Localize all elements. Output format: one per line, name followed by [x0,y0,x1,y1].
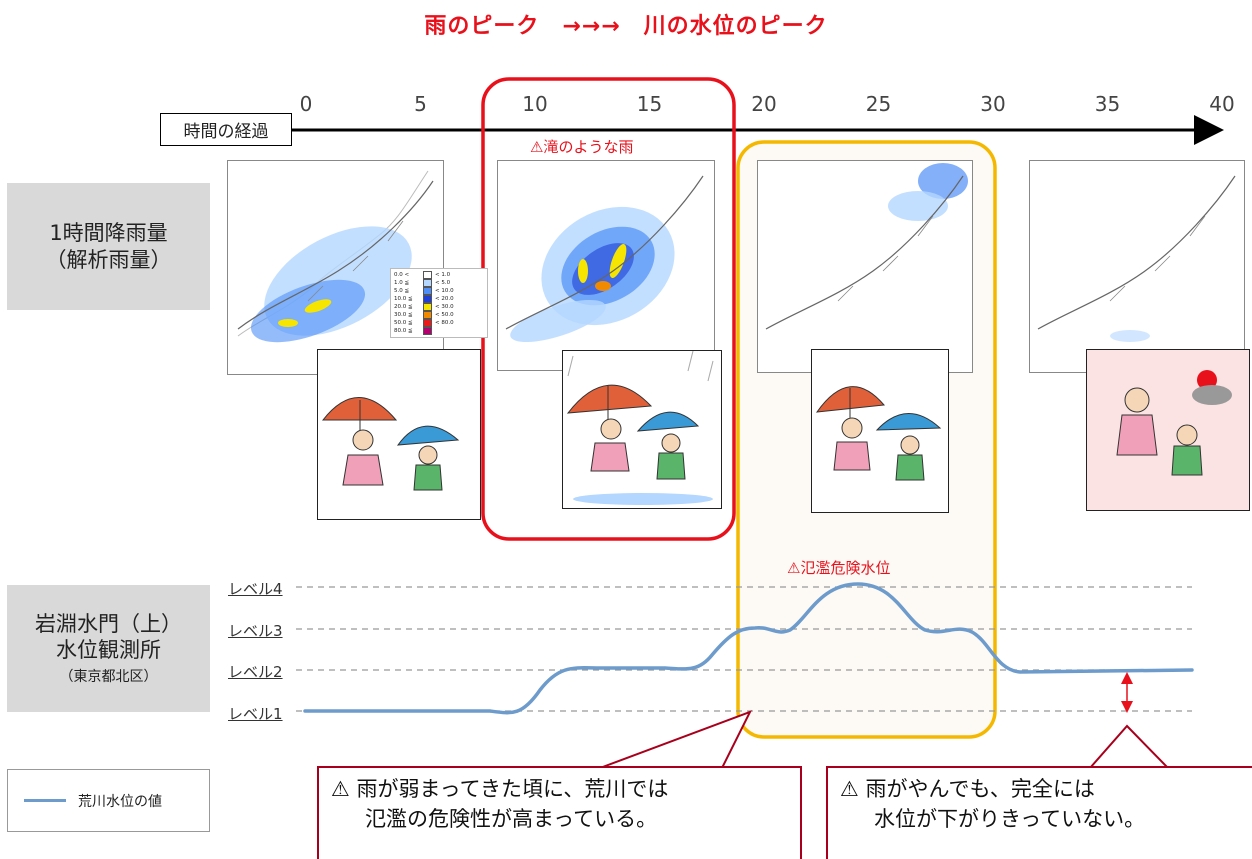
rainfall-scale-high: < 80.0 [435,320,454,326]
rainfall-scale-high: < 50.0 [435,312,454,318]
rainfall-scale-high: < 20.0 [435,296,454,302]
rainfall-scale-low: 20.0 ≦ [394,304,413,310]
rainfall-scale-low: 0.0 < [394,272,410,278]
rain-row-label: 1時間降雨量 （解析雨量） [7,183,210,310]
rain-map-t20 [757,160,973,373]
rainfall-scale-swatch [423,327,432,335]
headline: 雨のピーク →→→ 川の水位のピーク [424,14,828,39]
right-callout-line2: 水位が下がりきっていない。 [874,807,1146,832]
rainfall-scale-swatch [423,319,432,327]
timeline-tick: 10 [522,92,548,116]
rainfall-scale-low: 50.0 ≦ [394,320,413,326]
level2-label: レベル2 [228,663,283,681]
rainfall-scale-row: 1.0 ≦ < 5.0 [394,279,484,287]
rainfall-scale-high: < 10.0 [435,288,454,294]
rainfall-scale-swatch [423,279,432,287]
water-row-label-line1: 岩淵水門（上） [35,611,182,636]
rainfall-scale-swatch [423,287,432,295]
rainfall-scale-row: 0.0 < < 1.0 [394,271,484,279]
water-row-label: 岩淵水門（上） 水位観測所 （東京都北区） [7,585,210,712]
timeline-tick: 20 [751,92,777,116]
rainfall-scale-row: 50.0 ≦ < 80.0 [394,319,484,327]
timeline-tick: 0 [299,92,313,116]
sun-cloud-icon [1192,370,1232,405]
heavy-rain-warning: ⚠滝のような雨 [530,138,634,156]
water-row-label-line2: 水位観測所 [56,637,161,662]
umbrella-illustration-light-rain [317,349,481,520]
legend: 荒川水位の値 [7,769,210,832]
timeline-tick: 40 [1209,92,1235,116]
water-level-line [303,582,1194,715]
rainfall-scale-row: 30.0 ≦ < 50.0 [394,311,484,319]
rainfall-scale-swatch [423,271,432,279]
rainfall-scale-low: 30.0 ≦ [394,312,413,318]
rainfall-scale-row: 5.0 ≦ < 10.0 [394,287,484,295]
timeline-label: 時間の経過 [160,113,292,146]
rainfall-scale-low: 1.0 ≦ [394,280,410,286]
right-callout-line1: ⚠ 雨がやんでも、完全には [840,777,1095,801]
left-callout-line2: 氾濫の危険性が高まっている。 [365,807,658,832]
rainfall-scale-row: 20.0 ≦ < 30.0 [394,303,484,311]
umbrella-illustration-heavy-rain [562,350,722,509]
left-callout: ⚠ 雨が弱まってきた頃に、荒川では 氾濫の危険性が高まっている。 [317,766,802,859]
rainfall-scale-low: 5.0 ≦ [394,288,410,294]
timeline-tick: 15 [636,92,663,116]
timeline-tick: 25 [865,92,892,116]
rainfall-scale-row: 80.0 ≦ [394,327,484,335]
legend-swatch [24,799,66,802]
rain-row-label-line1: 1時間降雨量 [49,221,168,246]
water-row-label-line3: （東京都北区） [59,669,158,685]
level4-label: レベル4 [228,580,283,598]
left-callout-line1: ⚠ 雨が弱まってきた頃に、荒川では [331,777,669,801]
level1-label: レベル1 [228,705,283,723]
rainfall-scale-high: < 5.0 [435,280,451,286]
level3-label: レベル3 [228,622,283,640]
rainfall-scale-high: < 30.0 [435,304,454,310]
timeline-tick: 35 [1094,92,1121,116]
rainfall-scale-swatch [423,303,432,311]
umbrella-illustration-weakening-rain [811,349,949,513]
left-callout-pointer [599,710,753,769]
timeline-tick: 5 [414,92,427,116]
right-callout: ⚠ 雨がやんでも、完全には 水位が下がりきっていない。 [826,766,1252,859]
rainfall-scale-swatch [423,295,432,303]
flood-warning: ⚠氾濫危険水位 [787,559,891,577]
rainfall-scale: 0.0 < < 1.0 1.0 ≦ < 5.0 5.0 ≦ < 10.0 10.0 ≦ < 2… [390,268,488,338]
legend-label: 荒川水位の値 [78,793,162,810]
rain-map-t35 [1029,160,1245,373]
rain-row-label-line2: （解析雨量） [45,247,172,272]
timeline-tick: 30 [980,92,1006,116]
rainfall-scale-low: 10.0 ≦ [394,296,413,302]
right-callout-pointer [1087,724,1171,769]
rainfall-scale-swatch [423,311,432,319]
rainfall-scale-row: 10.0 ≦ < 20.0 [394,295,484,303]
rainfall-scale-high: < 1.0 [435,272,451,278]
after-rain-illustration [1086,349,1250,511]
rainfall-scale-low: 80.0 ≦ [394,328,413,334]
rain-map-t10 [497,160,715,371]
rain-map-t0 [227,160,444,375]
